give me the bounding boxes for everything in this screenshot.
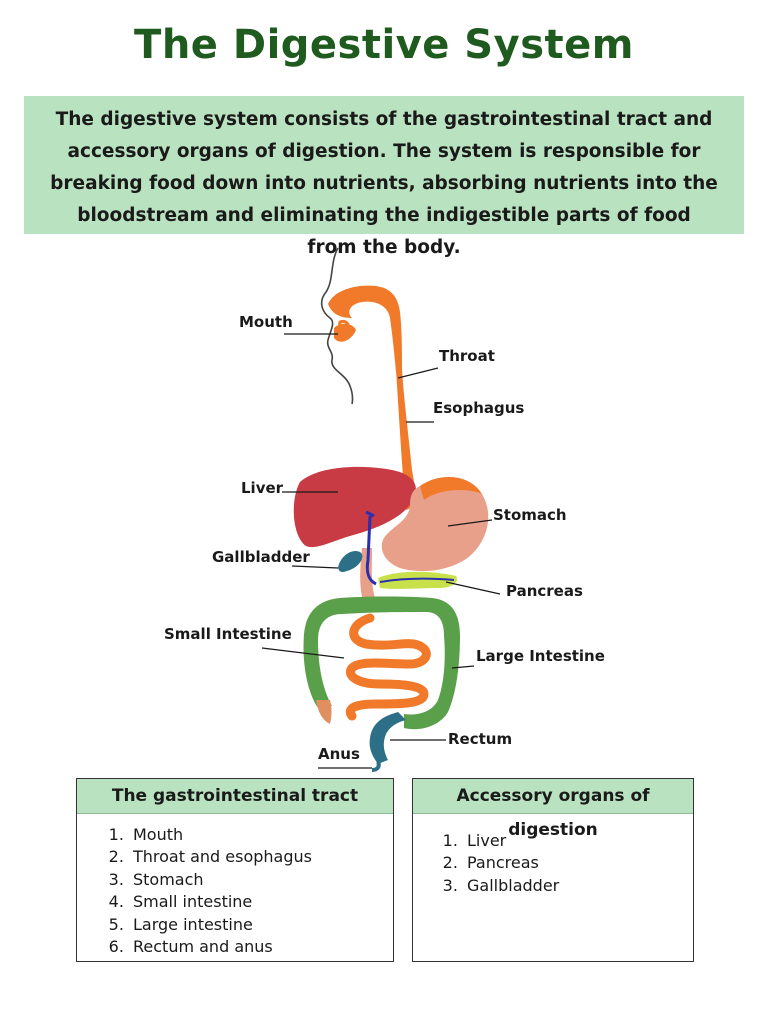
small-intestine: [345, 613, 431, 721]
pancreas: [378, 571, 458, 589]
list-item: Pancreas: [463, 852, 693, 874]
gi-tract-box: The gastrointestinal tract Mouth Throat …: [76, 778, 394, 962]
label-anus: Anus: [318, 745, 360, 763]
liver: [293, 466, 416, 548]
list-item: Throat and esophagus: [129, 846, 393, 868]
list-item: Liver: [463, 830, 693, 852]
label-small-intestine: Small Intestine: [164, 625, 292, 643]
label-gallbladder: Gallbladder: [212, 548, 310, 566]
bile-duct: [365, 510, 377, 586]
page-title: The Digestive System: [134, 22, 634, 68]
list-item: Stomach: [129, 869, 393, 891]
list-item: Small intestine: [129, 891, 393, 913]
list-item: Rectum and anus: [129, 936, 393, 958]
anus: [371, 761, 381, 772]
accessory-heading: Accessory organs of digestion: [413, 779, 693, 840]
gi-tract-list: Mouth Throat and esophagus Stomach Small…: [77, 814, 393, 958]
gi-tract-heading: The gastrointestinal tract: [77, 779, 393, 814]
gallbladder: [338, 550, 363, 572]
label-pancreas: Pancreas: [506, 582, 583, 600]
large-intestine: [303, 596, 460, 730]
label-rectum: Rectum: [448, 730, 513, 748]
lips: [338, 320, 350, 334]
list-item: Mouth: [129, 824, 393, 846]
intro-panel: The digestive system consists of the gas…: [24, 96, 744, 258]
label-throat: Throat: [439, 347, 495, 365]
appendix: [316, 700, 332, 724]
face-profile: [320, 247, 354, 405]
label-large-intestine: Large Intestine: [476, 647, 605, 665]
stomach-upper: [420, 476, 482, 500]
oral-cavity: [328, 285, 402, 372]
list-item: Large intestine: [129, 914, 393, 936]
digestive-diagram: [261, 247, 501, 772]
list-item: Gallbladder: [463, 875, 693, 897]
label-stomach: Stomach: [493, 506, 567, 524]
accessory-box: Accessory organs of digestion Liver Panc…: [412, 778, 694, 962]
accessory-list: Liver Pancreas Gallbladder: [413, 814, 693, 897]
label-esophagus: Esophagus: [433, 399, 525, 417]
rectum: [369, 712, 406, 764]
label-mouth: Mouth: [239, 313, 293, 331]
label-liver: Liver: [241, 479, 284, 497]
esophagus: [396, 370, 418, 510]
stomach: [381, 476, 489, 572]
